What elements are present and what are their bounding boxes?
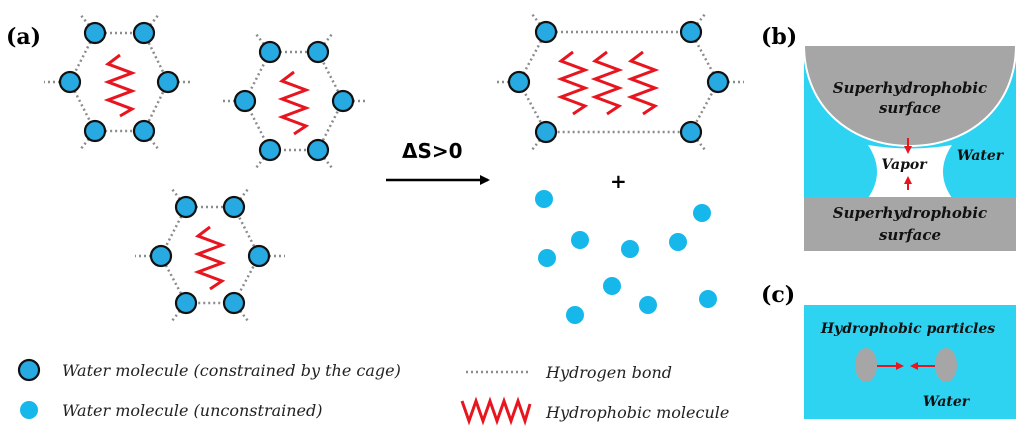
- legend-hydrophobic-icon: [460, 396, 532, 426]
- water-molecule-free: [699, 290, 717, 308]
- water-molecule-constrained: [331, 89, 355, 113]
- water-molecule-constrained: [258, 138, 282, 162]
- water-molecule-free: [603, 277, 621, 295]
- hydrophobic-molecule: [277, 70, 311, 136]
- hydrophobic-molecule: [103, 53, 137, 118]
- legend-unconstrained-label: Water molecule (unconstrained): [62, 401, 323, 420]
- water-molecule-constrained: [156, 70, 180, 94]
- water-molecule-constrained: [83, 119, 107, 143]
- vapor-gap: [868, 145, 952, 198]
- water-molecule-free: [571, 231, 589, 249]
- water-molecule-free: [693, 204, 711, 222]
- top-surface-label-2: surface: [879, 99, 941, 117]
- legend-constrained-icon: [17, 358, 41, 382]
- water-molecule-constrained: [132, 119, 156, 143]
- hydrophobic-molecule: [556, 50, 590, 116]
- entropy-change-label: ΔS>0: [402, 139, 463, 163]
- vapor-label: Vapor: [881, 157, 928, 173]
- free-water-molecules: [535, 190, 717, 324]
- water-molecule-constrained: [534, 20, 558, 44]
- hydrophobic-molecule: [590, 50, 624, 116]
- panel-b-diagram: [802, 44, 1018, 251]
- water-molecule-constrained: [58, 70, 82, 94]
- merged-clathrate-cage: [494, 13, 744, 151]
- panel-c-label: (c): [761, 282, 795, 308]
- water-molecule-constrained: [83, 21, 107, 45]
- water-molecule-constrained: [706, 70, 730, 94]
- bottom-surface-label-1: Superhydrophobic: [833, 204, 987, 222]
- top-superhydrophobic-surface: [802, 44, 1018, 148]
- legend-unconstrained-icon: [20, 401, 38, 419]
- panel-a-label: (a): [6, 24, 41, 50]
- legend: Water molecule (constrained by the cage)…: [17, 358, 729, 426]
- hydrophobic-molecule: [626, 50, 660, 116]
- water-molecule-free: [621, 240, 639, 258]
- water-molecule-constrained: [507, 70, 531, 94]
- hydrophobic-particle-left: [855, 348, 877, 382]
- hydrophobic-particles-label: Hydrophobic particles: [820, 321, 995, 337]
- clathrate-cage-1: [44, 13, 192, 151]
- water-molecule-constrained: [174, 291, 198, 315]
- water-molecule-constrained: [679, 120, 703, 144]
- clathrate-cage-3: [135, 188, 285, 322]
- water-molecule-constrained: [174, 195, 198, 219]
- panel-c-diagram: [804, 305, 1016, 419]
- legend-hydrophobic-label: Hydrophobic molecule: [545, 403, 729, 422]
- water-molecule-constrained: [149, 244, 173, 268]
- water-molecule-constrained: [222, 291, 246, 315]
- water-molecule-free: [538, 249, 556, 267]
- water-molecule-free: [639, 296, 657, 314]
- clathrate-cage-2: [220, 33, 368, 169]
- water-molecule-free: [669, 233, 687, 251]
- bottom-surface-label-2: surface: [879, 226, 941, 244]
- legend-constrained-label: Water molecule (constrained by the cage): [62, 361, 401, 380]
- water-molecule-free: [566, 306, 584, 324]
- panel-b-label: (b): [761, 24, 797, 50]
- water-molecule-constrained: [679, 20, 703, 44]
- water-molecule-constrained: [132, 21, 156, 45]
- plus-sign: +: [610, 169, 627, 193]
- water-molecule-constrained: [306, 138, 330, 162]
- water-molecule-constrained: [258, 40, 282, 64]
- legend-hbond-label: Hydrogen bond: [545, 363, 672, 382]
- water-molecule-free: [535, 190, 553, 208]
- water-molecule-constrained: [233, 89, 257, 113]
- water-label-c: Water: [923, 394, 971, 410]
- water-molecule-constrained: [534, 120, 558, 144]
- bottom-superhydrophobic-surface: [804, 197, 1016, 251]
- hydrophobic-particle-right: [935, 348, 957, 382]
- water-molecule-constrained: [247, 244, 271, 268]
- top-surface-label-1: Superhydrophobic: [833, 79, 987, 97]
- hydrophobic-molecule: [193, 225, 227, 291]
- water-molecule-constrained: [306, 40, 330, 64]
- water-molecule-constrained: [222, 195, 246, 219]
- water-label-b: Water: [957, 148, 1005, 164]
